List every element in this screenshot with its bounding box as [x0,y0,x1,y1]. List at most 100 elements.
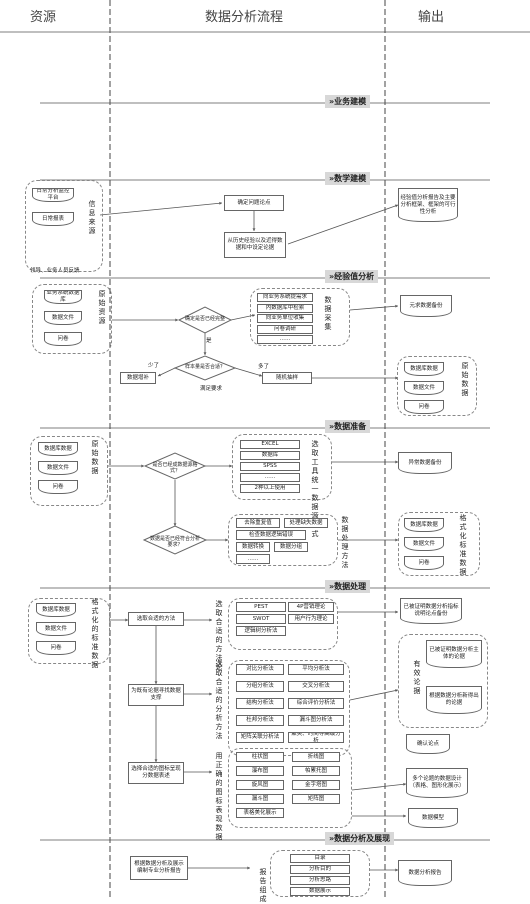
s3-res-group [30,436,108,506]
arrow-head-icon [395,610,398,614]
s3-out2-doc-0: 数据库数据 [404,518,444,532]
arrow-line [99,202,223,216]
s2-diamond-sample: 样本量是否合适？ [184,364,225,370]
s2-res-vertical: 原始资源 [98,290,106,325]
s2-res-group [32,284,112,354]
s4-theory-4: 逻辑树分析法 [236,626,286,636]
s4-proc-1: 为既有论据寻找数据支撑 [128,684,184,706]
arrow-head-icon [125,618,128,622]
header-resources: 资源 [30,10,57,25]
arrow-head-icon [395,689,398,692]
arrow-head-icon [395,868,398,872]
arrow-line [157,367,176,377]
s2-out2-vertical: 原始数据 [461,362,469,397]
section-band-5: »数据分析及展现 [325,832,395,845]
arrow-line [349,689,399,701]
arrow-head-icon [395,538,398,542]
s4-out-group-0: 已被证明数据分析主体的论据 [426,640,482,668]
arrow-head-icon [247,866,250,870]
s1-res-group [25,180,103,272]
s4-analysis-group [228,660,350,756]
arrow-head-icon [395,204,398,208]
s2-out2-group [397,356,477,416]
section-band-1: »数学建模 [325,172,371,185]
s4-chart-3: 帕累托图 [292,766,340,776]
s1-proc-0: 确定问题论点 [224,195,284,211]
s2-res-doc-2: 问卷 [44,332,82,346]
s2-ok: 满足要求 [200,386,223,392]
arrow-line [351,783,407,791]
section-band-2: »经验值分析 [325,270,379,283]
s2-collect-0: 向业务系统提需求 [257,293,313,302]
arrow-head-icon [219,201,222,205]
s2-diamond-complete: 确定是否已经完整 [185,316,226,322]
arrow-head-icon [154,681,158,684]
s5-item-1: 分析目的 [290,865,350,874]
s1-res-vertical: 信息来源 [88,200,96,235]
s2-res-doc-1: 数据文件 [44,311,82,325]
s4-analysis-0: 对比分析法 [236,664,284,675]
s3-method-2: 检查数据逻辑错误 [236,530,306,540]
s3-tool-3: …… [240,473,300,482]
arrow-head-icon [252,228,256,231]
arrow-head-icon [252,314,255,317]
arrow-head-icon [158,373,161,377]
s4-chart-group [228,748,352,828]
arrow-head-icon [154,759,158,762]
s4-theory-group [228,598,338,650]
arrow-line [287,204,399,245]
s4-out-b: 确认论点 [406,734,450,754]
s3-res-vertical: 原始数据 [91,440,99,475]
s4-proc-2: 选择合适的图标呈现分数据表述 [128,762,184,784]
s3-tool-4: 2种以上使用 [240,484,300,493]
s4-out-c: 多个论题的数据设计（表格、图形化展示） [406,768,468,798]
arrow-head-icon [395,304,398,308]
s2-collect-1: 内数据库中检索 [257,303,313,313]
s2-collect-vertical: 数据采集 [324,296,332,331]
s4-out-a: 已被证明数据分析指标说明论点备份 [400,598,462,624]
arrow-head-icon [403,782,406,786]
header-process: 数据分析流程 [205,10,284,25]
arrow-head-icon [403,814,406,818]
s5-item-2: 分析思路 [290,876,350,885]
s4-theory-vertical: 选取合适的方法论 [215,600,223,671]
arrow-head-icon [173,523,177,526]
s4-res-doc-1: 数据文件 [36,622,76,636]
s1-res-doc-0: 日常分析监控平台 [32,188,74,202]
s4-analysis-4: 结构分析法 [236,698,284,709]
s1-res-doc-1: 日常报表 [32,212,74,226]
arrow-head-icon [259,373,262,377]
s5-vertical: 报告组成 [259,868,267,903]
s4-analysis-5: 综合评价分析法 [288,698,344,709]
s4-analysis-8: 矩阵关联分析法 [236,732,284,743]
s3-out1: 异常数据备份 [398,452,452,474]
s5-item-3: 数据展示 [290,887,350,896]
s5-proc: 根据数据分析及展示编制专业分析报告 [130,856,188,880]
arrow-head-icon [209,692,212,696]
arrow-head-icon [203,352,207,355]
s4-theory-2: SWOT [236,614,286,624]
s4-chart-8: 表格美化展示 [236,808,284,818]
arrow-head-icon [209,770,212,774]
s4-analysis-3: 交叉分析法 [288,681,344,692]
s4-res-doc-0: 数据库数据 [36,603,76,617]
s4-analysis-vertical: 选取合适的分析方法 [215,660,223,740]
s3-method-3: 数据转换 [236,542,270,552]
s4-out-d: 数据模型 [408,808,458,828]
s3-methods-group [228,514,338,566]
s1-proc-1: 从历史经验以及近得数据和中设定论据 [224,232,286,258]
section-band-4: »数据处理 [325,580,371,593]
s2-collect-4: …… [257,335,313,344]
arrow-head-icon [395,376,398,380]
arrow-head-icon [175,318,178,322]
s3-res-doc-1: 数据文件 [38,461,78,475]
s1-output: 经验值分析报告及主要分析框架、框架的可行性分析 [398,188,458,222]
s4-out-group-vertical: 有效论据 [413,660,421,695]
s4-analysis-6: 杜邦分析法 [236,715,284,726]
s3-tools-group [232,434,332,500]
s4-chart-7: 矩阵图 [292,794,340,804]
s4-analysis-2: 分组分析法 [236,681,284,692]
s5-item-0: 目录 [290,854,350,863]
